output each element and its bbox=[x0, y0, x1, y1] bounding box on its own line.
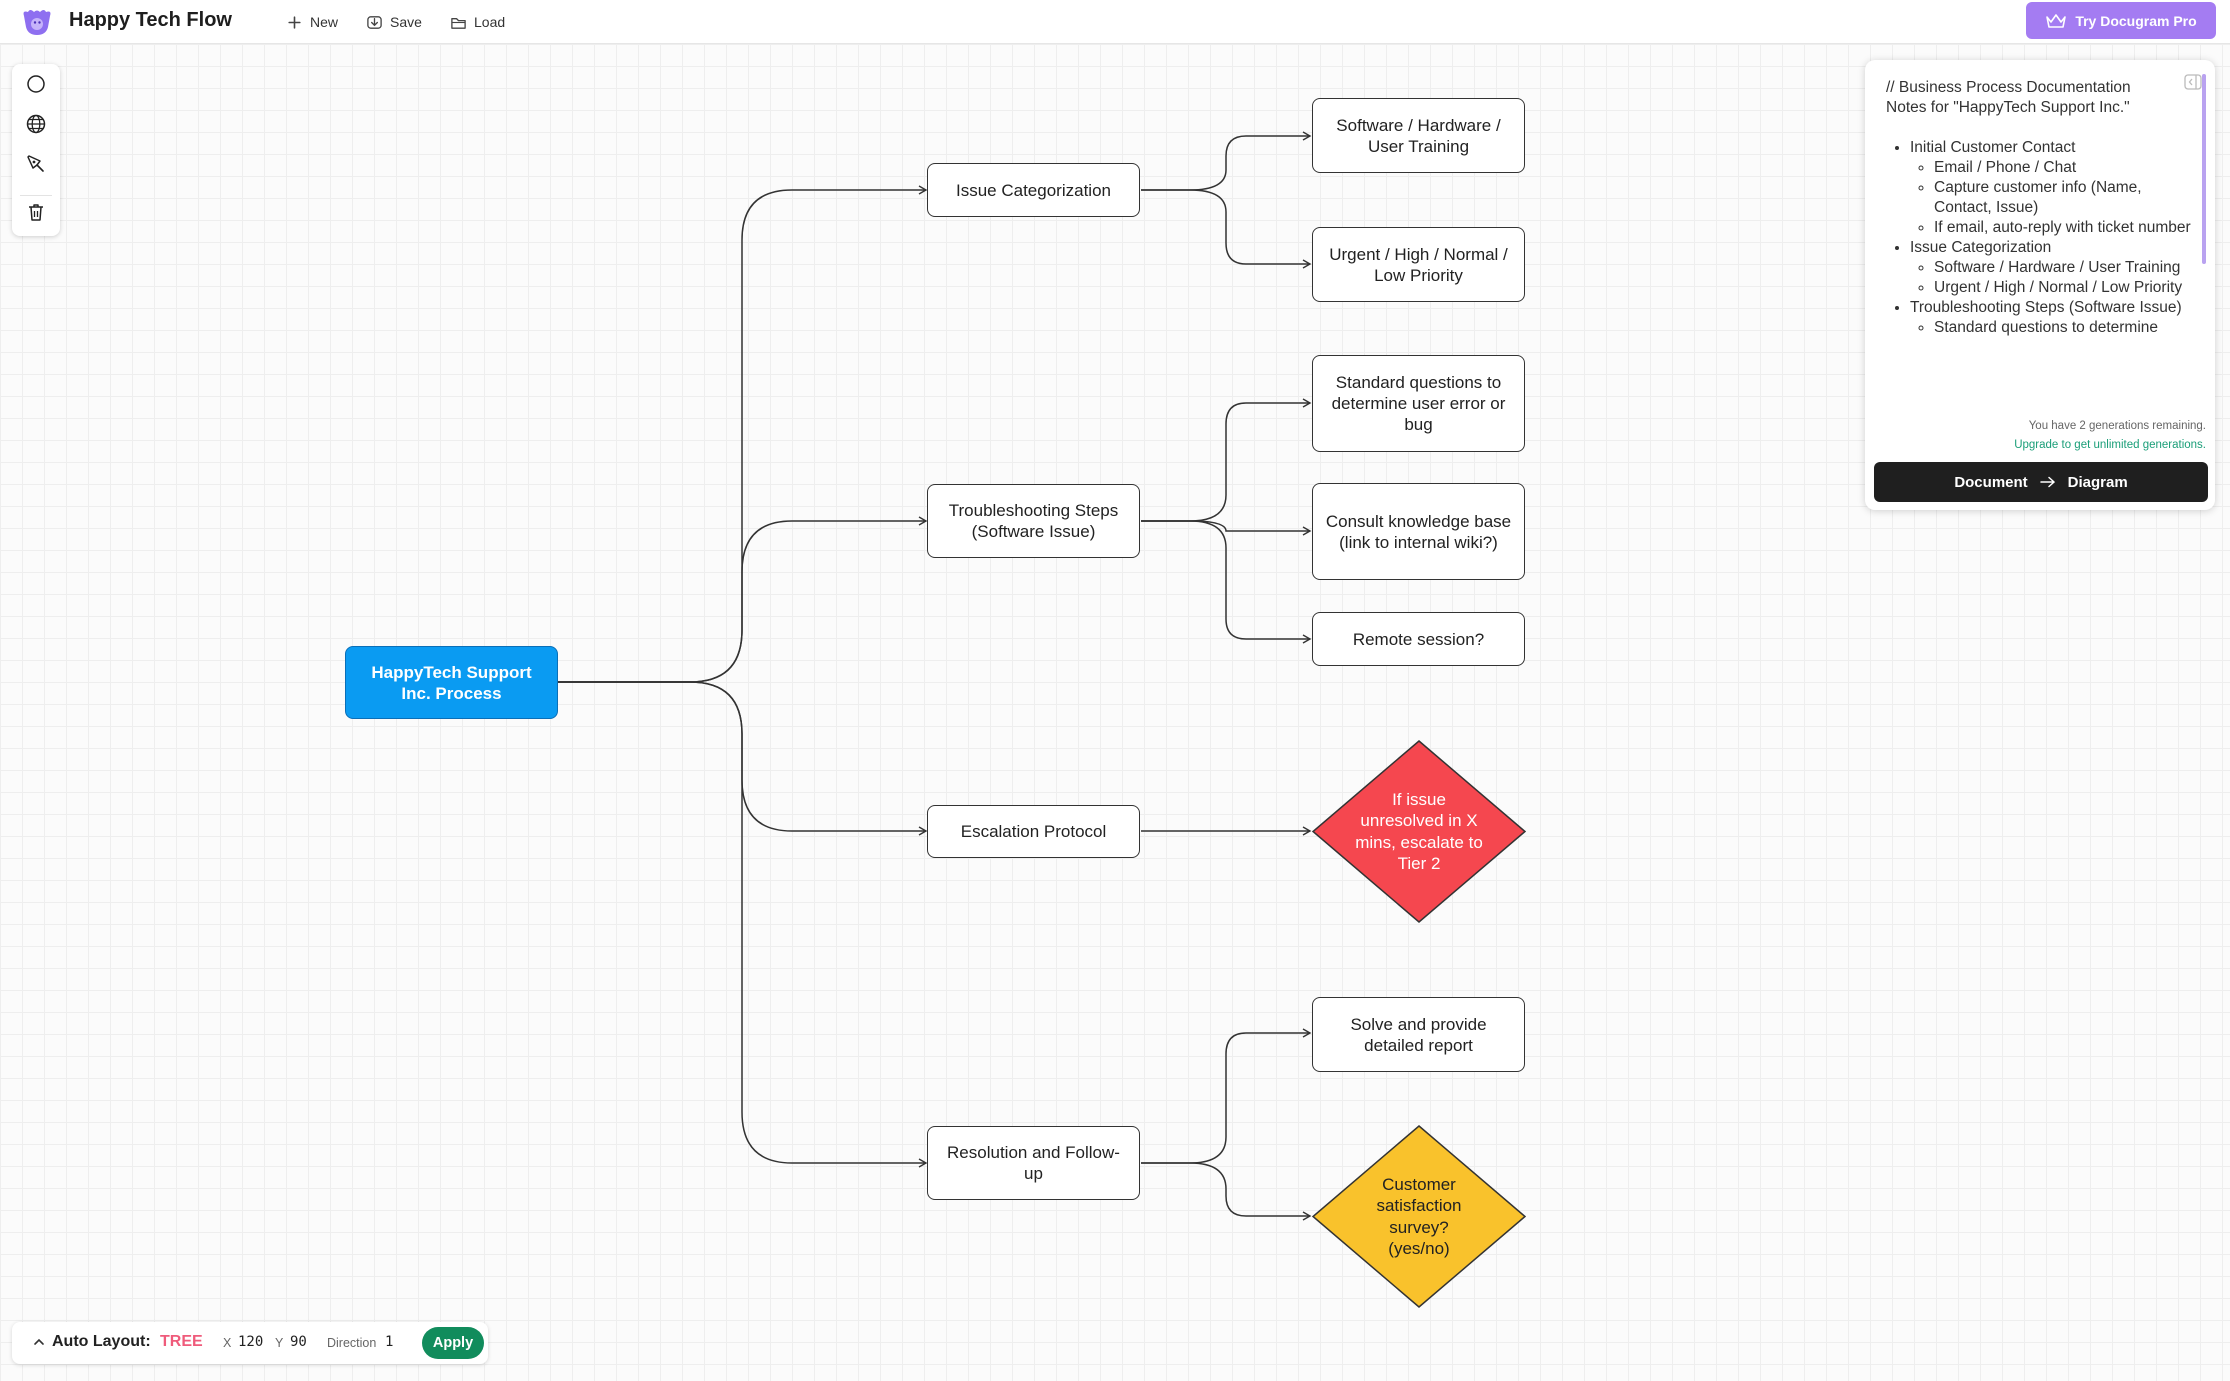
node-troubleshooting[interactable]: Troubleshooting Steps (Software Issue) bbox=[927, 484, 1140, 558]
list-item: Initial Customer Contact Email / Phone /… bbox=[1910, 138, 2196, 238]
tool-palette bbox=[12, 64, 60, 236]
load-button[interactable]: Load bbox=[450, 10, 505, 34]
node-troubleshooting-label: Troubleshooting Steps (Software Issue) bbox=[948, 501, 1119, 541]
edge-root-troubleshooting bbox=[558, 516, 928, 683]
convert-to-label: Diagram bbox=[2067, 473, 2128, 491]
try-pro-label: Try Docugram Pro bbox=[2075, 12, 2197, 29]
edge-root-resolution bbox=[558, 681, 928, 1168]
edge-root-categorization bbox=[558, 185, 928, 683]
pen-icon bbox=[27, 155, 44, 172]
auto-layout-label: Auto Layout: bbox=[52, 1333, 151, 1350]
list-item: Urgent / High / Normal / Low Priority bbox=[1934, 278, 2196, 298]
crown-icon bbox=[2046, 13, 2067, 28]
app-title: Happy Tech Flow bbox=[69, 9, 232, 31]
apply-button-label: Apply bbox=[432, 1335, 474, 1351]
escalation-diamond-shape bbox=[1312, 740, 1526, 923]
upgrade-link[interactable]: Upgrade to get unlimited generations. bbox=[2014, 439, 2206, 451]
node-issue-categorization-label: Issue Categorization bbox=[956, 180, 1111, 200]
arrow-right-icon bbox=[2039, 476, 2055, 488]
circle-icon bbox=[27, 75, 45, 93]
edge-troubleshooting-questions bbox=[1141, 398, 1312, 522]
convert-from-label: Document bbox=[1954, 473, 2028, 491]
save-icon bbox=[367, 15, 382, 29]
node-resolution[interactable]: Resolution and Follow-up bbox=[927, 1126, 1140, 1200]
x-value-input[interactable]: 120 bbox=[238, 1334, 264, 1350]
globe-icon bbox=[26, 114, 46, 134]
auto-layout-bar: Auto Layout: TREE X 120 Y 90 Direction 1… bbox=[12, 1322, 488, 1364]
circle-tool[interactable] bbox=[24, 72, 48, 96]
node-standard-questions-label: Standard questions to determine user err… bbox=[1331, 373, 1506, 434]
survey-diamond-shape bbox=[1312, 1125, 1526, 1308]
list-item: Email / Phone / Chat bbox=[1934, 158, 2196, 178]
edge-categorization-type bbox=[1141, 131, 1312, 191]
node-remote-session[interactable]: Remote session? bbox=[1312, 612, 1525, 666]
node-solve-report-label: Solve and provide detailed report bbox=[1350, 1014, 1487, 1055]
node-knowledge-base[interactable]: Consult knowledge base (link to internal… bbox=[1312, 483, 1525, 580]
panel-collapse-icon[interactable] bbox=[2183, 72, 2203, 92]
load-button-label: Load bbox=[474, 14, 506, 30]
document-to-diagram-button[interactable]: Document Diagram bbox=[1874, 462, 2208, 502]
node-remote-session-label: Remote session? bbox=[1352, 629, 1485, 649]
folder-icon bbox=[451, 17, 466, 29]
plus-icon bbox=[288, 15, 301, 29]
notes-heading-line2: Notes for "HappyTech Support Inc." bbox=[1886, 99, 2130, 116]
node-escalate-tier2-label: If issue unresolved in X mins, escalate … bbox=[1355, 789, 1483, 874]
edge-resolution-report bbox=[1141, 1028, 1312, 1164]
list-item: Capture customer info (Name, Contact, Is… bbox=[1934, 178, 2196, 218]
list-item: Issue Categorization Software / Hardware… bbox=[1910, 238, 2196, 298]
edge-resolution-survey bbox=[1141, 1162, 1312, 1221]
edge-categorization-priority bbox=[1141, 189, 1312, 269]
node-satisfaction-survey-label: Customer satisfaction survey? (yes/no) bbox=[1376, 1174, 1462, 1259]
edge-troubleshooting-kb bbox=[1141, 520, 1312, 536]
list-item: Standard questions to determine bbox=[1934, 318, 2196, 338]
tool-divider bbox=[20, 195, 52, 196]
list-item: Software / Hardware / User Training bbox=[1934, 258, 2196, 278]
node-issue-type[interactable]: Software / Hardware / User Training bbox=[1312, 98, 1525, 173]
y-label: Y bbox=[275, 1336, 284, 1350]
new-button[interactable]: New bbox=[286, 10, 338, 34]
notes-list: Initial Customer Contact Email / Phone /… bbox=[1886, 138, 2196, 338]
direction-label: Direction bbox=[327, 1336, 377, 1350]
save-button[interactable]: Save bbox=[366, 10, 422, 34]
node-escalation-label: Escalation Protocol bbox=[960, 822, 1107, 841]
try-pro-button[interactable]: Try Docugram Pro bbox=[2026, 2, 2216, 39]
node-root-label: HappyTech Support Inc. Process bbox=[371, 662, 532, 703]
node-issue-categorization[interactable]: Issue Categorization bbox=[927, 163, 1140, 217]
trash-icon bbox=[29, 204, 43, 221]
node-satisfaction-survey[interactable]: Customer satisfaction survey? (yes/no) bbox=[1312, 1125, 1526, 1308]
node-solve-report[interactable]: Solve and provide detailed report bbox=[1312, 997, 1525, 1072]
top-bar: Happy Tech Flow New Save Load Try Docugr… bbox=[0, 0, 2230, 44]
node-standard-questions[interactable]: Standard questions to determine user err… bbox=[1312, 355, 1525, 452]
y-value-input[interactable]: 90 bbox=[290, 1334, 307, 1350]
x-label: X bbox=[223, 1336, 232, 1350]
node-issue-type-label: Software / Hardware / User Training bbox=[1336, 115, 1501, 156]
delete-tool[interactable] bbox=[24, 200, 48, 224]
auto-layout-mode[interactable]: TREE bbox=[160, 1333, 203, 1350]
direction-value-input[interactable]: 1 bbox=[385, 1334, 394, 1350]
node-escalate-tier2[interactable]: If issue unresolved in X mins, escalate … bbox=[1312, 740, 1526, 923]
node-knowledge-base-label: Consult knowledge base (link to internal… bbox=[1325, 511, 1512, 552]
edge-root-escalation bbox=[558, 681, 928, 836]
node-resolution-label: Resolution and Follow-up bbox=[947, 1143, 1120, 1183]
list-item: If email, auto-reply with ticket number bbox=[1934, 218, 2196, 238]
node-priority-label: Urgent / High / Normal / Low Priority bbox=[1329, 244, 1508, 285]
save-button-label: Save bbox=[390, 14, 422, 30]
node-root[interactable]: HappyTech Support Inc. Process bbox=[345, 646, 558, 719]
node-escalation[interactable]: Escalation Protocol bbox=[927, 805, 1140, 858]
notes-heading-line1: // Business Process Documentation bbox=[1886, 79, 2131, 96]
globe-tool[interactable] bbox=[24, 112, 48, 136]
list-item: Troubleshooting Steps (Software Issue) S… bbox=[1910, 298, 2196, 338]
panel-scrollbar[interactable] bbox=[2202, 74, 2206, 264]
document-notes[interactable]: // Business Process Documentation Notes … bbox=[1886, 78, 2196, 423]
apply-button[interactable]: Apply bbox=[422, 1327, 484, 1359]
chevron-up-icon[interactable] bbox=[32, 1335, 46, 1349]
document-panel: // Business Process Documentation Notes … bbox=[1865, 60, 2215, 510]
new-button-label: New bbox=[310, 14, 339, 30]
pen-tool[interactable] bbox=[24, 152, 48, 176]
generations-remaining: You have 2 generations remaining. bbox=[2028, 420, 2206, 432]
node-priority[interactable]: Urgent / High / Normal / Low Priority bbox=[1312, 227, 1525, 302]
app-logo-icon[interactable] bbox=[20, 7, 54, 37]
edge-troubleshooting-remote bbox=[1141, 520, 1312, 644]
